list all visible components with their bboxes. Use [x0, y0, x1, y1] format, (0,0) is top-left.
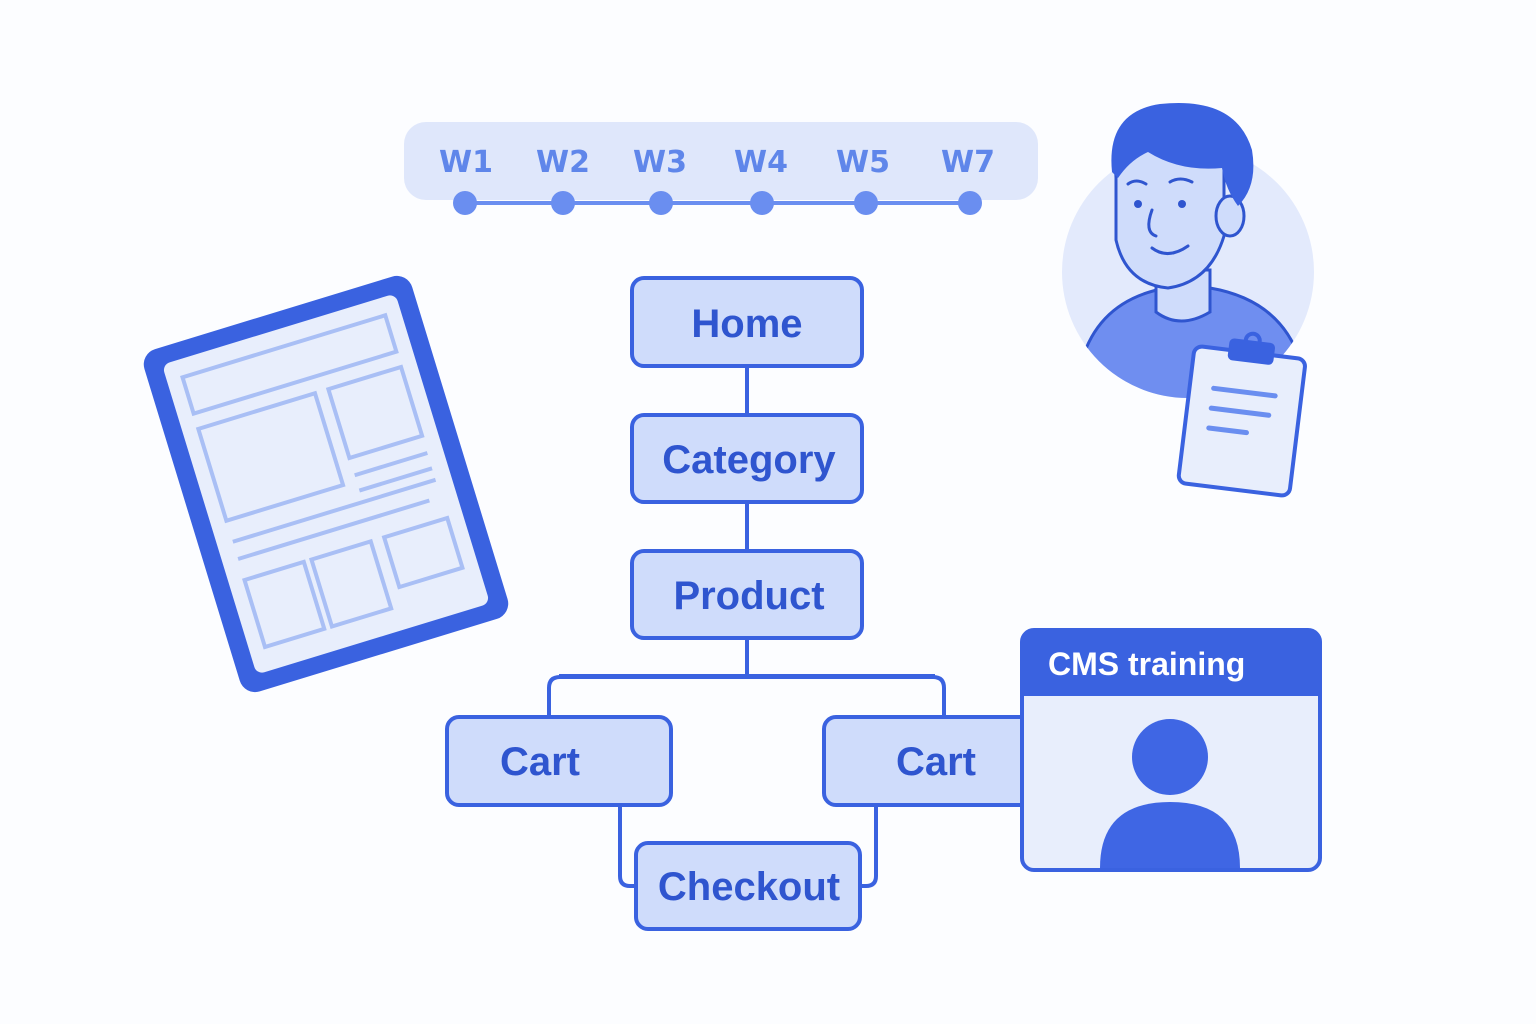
wireframe-text-line — [354, 451, 428, 478]
wireframe-text-line — [237, 498, 430, 561]
wireframe-image-block — [195, 390, 346, 524]
node-home-label: Home — [691, 302, 802, 346]
node-product: Product — [630, 549, 864, 640]
connector-cart-right-checkout — [860, 805, 878, 888]
node-checkout-label: Checkout — [658, 865, 840, 909]
tablet-screen — [163, 295, 489, 673]
person-nose — [1147, 208, 1158, 238]
node-cart-left-box — [445, 715, 673, 807]
node-category-box — [630, 413, 864, 504]
timeline-dot-3 — [649, 191, 673, 215]
week-label-7: W7 — [941, 145, 995, 180]
person-eyebrows — [1126, 177, 1194, 186]
cms-window-title: CMS training — [1048, 646, 1245, 682]
week-label-1: W1 — [439, 145, 493, 180]
avatar-head — [1132, 719, 1208, 795]
person-eye-left — [1134, 200, 1142, 208]
clipboard-line — [1208, 405, 1272, 418]
clipboard-line — [1206, 425, 1249, 436]
node-category-label: Category — [662, 438, 836, 482]
clipboard-clip-ring — [1243, 331, 1262, 350]
node-checkout: Checkout — [634, 841, 862, 931]
timeline-dot-5 — [854, 191, 878, 215]
person-hair — [1111, 102, 1254, 206]
node-product-label: Product — [673, 574, 824, 618]
timeline-dot-2 — [551, 191, 575, 215]
connector-cart-left-checkout — [618, 805, 636, 888]
node-home: Home — [630, 276, 864, 368]
wireframe-card-block — [308, 538, 394, 629]
person-ear — [1214, 194, 1246, 238]
wireframe-card-block — [381, 515, 465, 590]
person-eye-right — [1178, 200, 1186, 208]
clipboard-icon — [1176, 331, 1307, 498]
node-cart-right: Cart — [822, 715, 1054, 807]
user-avatar-icon — [1100, 719, 1240, 868]
week-label-5: W5 — [836, 145, 890, 180]
node-product-box — [630, 549, 864, 640]
node-cart-right-label: Cart — [896, 740, 976, 784]
person-with-clipboard-icon — [1062, 102, 1314, 498]
week-label-2: W2 — [536, 145, 590, 180]
timeline-dot-1 — [453, 191, 477, 215]
sitemap-nodes: Home Category Product Cart Cart Checkout — [445, 276, 1054, 931]
node-category: Category — [630, 413, 864, 504]
connector-product-branch — [547, 675, 946, 717]
node-home-box — [630, 276, 864, 368]
node-checkout-box — [634, 841, 862, 931]
node-cart-left-label: Cart — [500, 740, 580, 784]
wireframe-text-line — [358, 466, 433, 493]
wireframe-card-block — [242, 559, 327, 650]
cms-training-window: CMS training — [1020, 628, 1322, 872]
tablet-wireframe-icon — [143, 275, 509, 693]
wireframe-side-block — [325, 364, 425, 461]
timeline-band — [404, 122, 1038, 200]
person-smile — [1150, 244, 1190, 255]
cms-window-titlebar — [1022, 630, 1320, 696]
timeline-dot-7 — [958, 191, 982, 215]
week-timeline: W1 W2 W3 W4 W5 W7 — [404, 122, 1038, 215]
week-label-4: W4 — [734, 145, 788, 180]
sitemap-connectors — [547, 366, 946, 888]
clipboard-line — [1211, 385, 1278, 399]
node-cart-left: Cart — [445, 715, 673, 807]
wireframe-header-block — [180, 312, 399, 417]
avatar-body — [1100, 802, 1240, 868]
wireframe-text-line — [232, 477, 437, 544]
timeline-dot-4 — [750, 191, 774, 215]
clipboard-board — [1176, 344, 1307, 498]
week-label-3: W3 — [633, 145, 687, 180]
clipboard-clip — [1227, 338, 1275, 365]
